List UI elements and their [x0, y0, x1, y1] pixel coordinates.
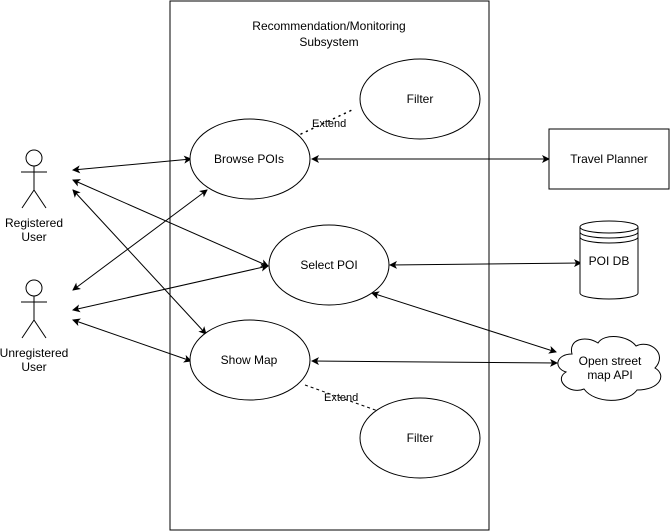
use-case-select-poi-label: Select POI: [300, 258, 357, 272]
use-case-filter-bottom: Filter: [359, 397, 481, 479]
use-case-filter-top: Filter: [359, 58, 481, 140]
extend-line-bottom: [304, 384, 379, 412]
external-poi-db: POI DB: [579, 220, 639, 300]
actor-registered-label-line1: Registered: [5, 216, 63, 230]
cloud-icon: [557, 336, 662, 401]
external-travel-planner: Travel Planner: [548, 128, 670, 190]
association-unregistered-select: [72, 263, 269, 313]
use-case-show-map: Show Map: [189, 319, 311, 401]
extend-label-top: Extend: [312, 118, 346, 130]
association-select-poidb: [389, 259, 582, 269]
stick-figure-icon: [21, 279, 47, 339]
association-unregistered-showmap: [72, 318, 192, 363]
use-case-show-map-label: Show Map: [221, 353, 278, 367]
poi-db-label: POI DB: [589, 254, 630, 268]
subsystem-title-line2: Subsystem: [299, 35, 358, 49]
actor-unregistered-label-line1: Unregistered: [0, 346, 68, 360]
association-showmap-osm: [311, 357, 558, 367]
use-case-browse-pois-label: Browse POIs: [214, 152, 284, 166]
external-osm-api: Open street map API: [557, 336, 662, 401]
extend-label-bottom: Extend: [324, 392, 358, 404]
use-case-browse-pois: Browse POIs: [189, 118, 311, 200]
database-icon: [579, 220, 639, 300]
use-case-select-poi: Select POI: [268, 224, 390, 306]
actor-registered-user: Registered User: [5, 149, 63, 244]
actor-unregistered-label-line2: User: [21, 360, 46, 374]
osm-api-label-line1: Open street: [579, 354, 642, 368]
actor-registered-label-line2: User: [21, 230, 46, 244]
use-case-filter-bottom-label: Filter: [407, 431, 434, 445]
use-case-filter-top-label: Filter: [407, 92, 434, 106]
stick-figure-icon: [21, 149, 47, 209]
osm-api-label-line2: map API: [587, 368, 632, 382]
association-select-osm: [371, 291, 557, 354]
association-registered-browse: [72, 155, 192, 174]
actor-unregistered-user: Unregistered User: [0, 279, 68, 374]
travel-planner-label: Travel Planner: [570, 152, 648, 166]
subsystem-title-line1: Recommendation/Monitoring: [252, 19, 405, 33]
